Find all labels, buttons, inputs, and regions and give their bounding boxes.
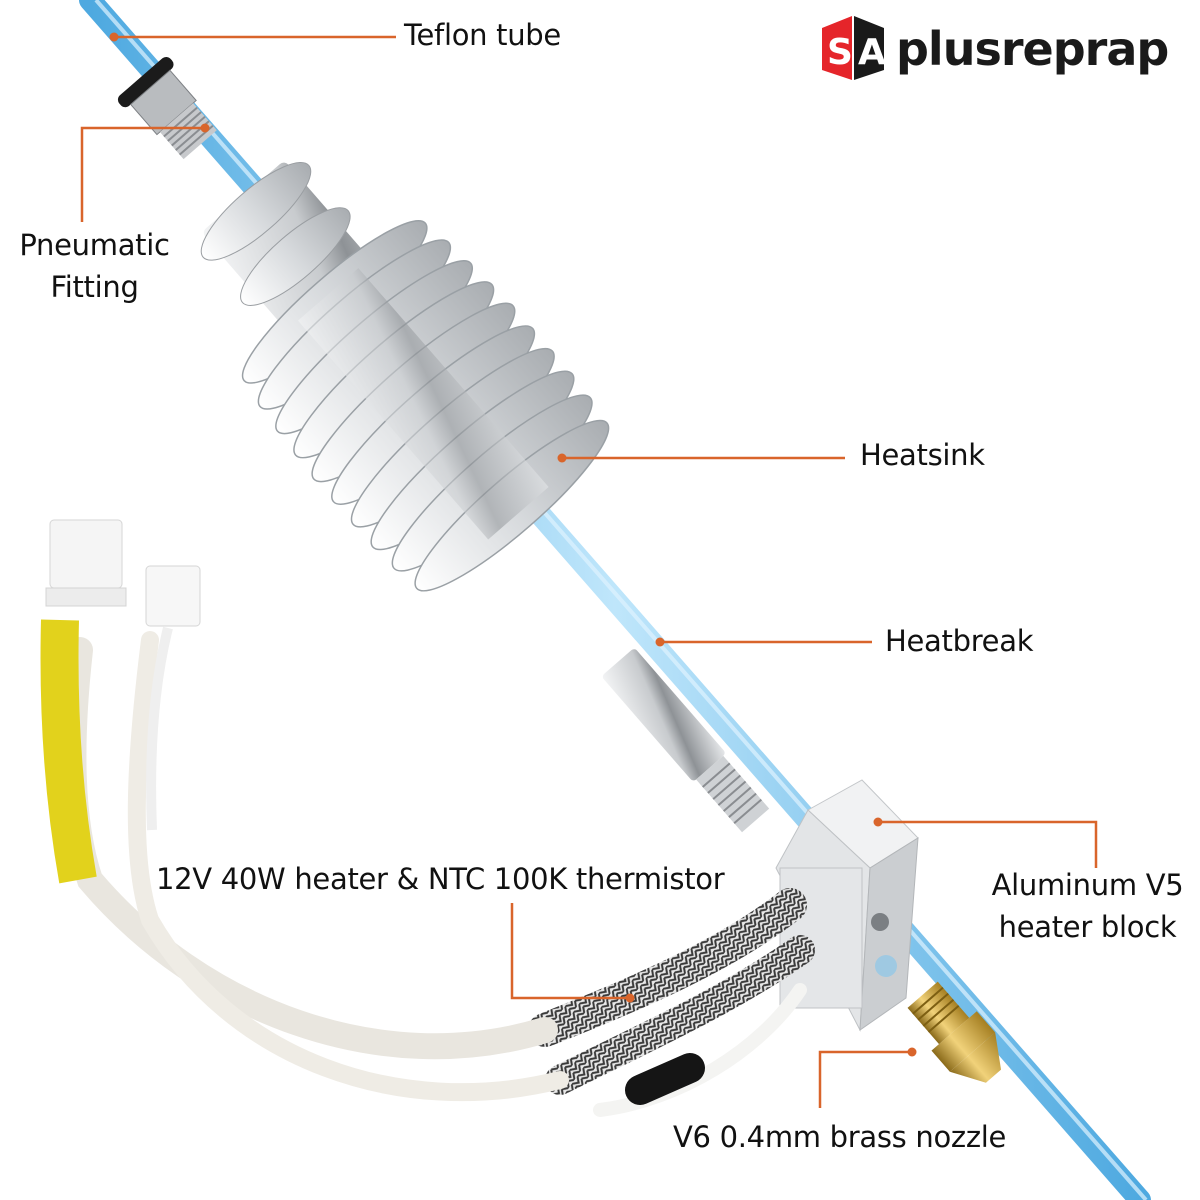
label-heater-block-line2: heater block — [998, 910, 1177, 945]
sa-logo-icon: S A — [822, 16, 886, 80]
brand-logo: S A plusreprap — [818, 14, 1169, 84]
label-heatbreak: Heatbreak — [885, 624, 1034, 658]
brand-name: plusreprap — [896, 22, 1169, 76]
svg-text:S: S — [827, 32, 853, 73]
svg-text:A: A — [858, 32, 886, 73]
connectors-shape — [40, 519, 201, 884]
heatbreak-shape — [602, 649, 770, 833]
label-heater-thermistor: 12V 40W heater & NTC 100K thermistor — [156, 862, 725, 896]
label-teflon-tube: Teflon tube — [404, 18, 561, 52]
label-heater-block-line1: Aluminum V5 — [991, 868, 1184, 902]
callout-dots — [109, 32, 917, 1057]
label-heater-block: Aluminum V5 heater block — [985, 864, 1190, 948]
callout-lines — [80, 35, 1098, 1108]
nozzle-shape — [907, 981, 1002, 1083]
label-pneumatic-line1: Pneumatic — [19, 228, 170, 262]
label-pneumatic-line2: Fitting — [50, 270, 139, 305]
heatsink-shape — [200, 161, 610, 592]
label-pneumatic-fitting: Pneumatic Fitting — [12, 224, 177, 308]
label-nozzle: V6 0.4mm brass nozzle — [673, 1120, 1007, 1154]
label-heatsink: Heatsink — [860, 438, 985, 472]
